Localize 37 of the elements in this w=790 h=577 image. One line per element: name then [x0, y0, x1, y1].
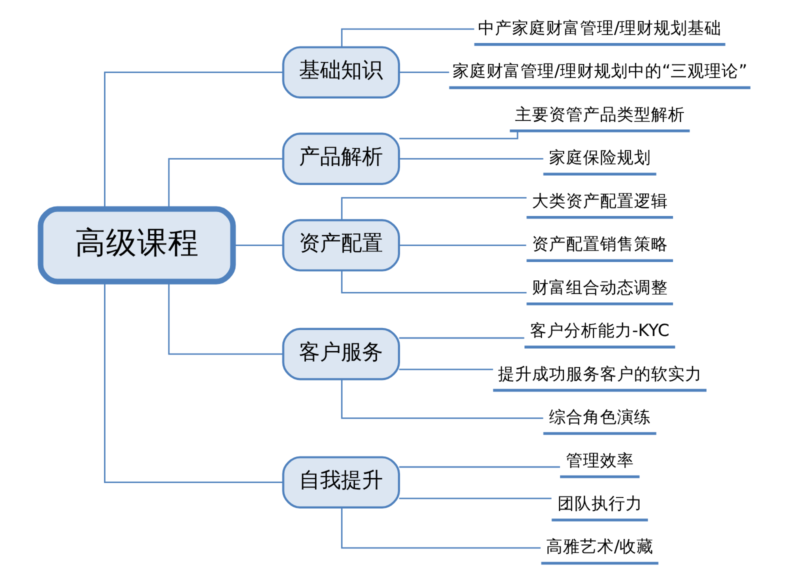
connector: [340, 508, 540, 549]
connector: [398, 337, 524, 339]
node-box: 资产配置: [282, 219, 400, 272]
node-text: 提升成功服务客户的软实力: [497, 363, 702, 384]
node-text: 中产家庭财富管理/理财规划基础: [477, 17, 722, 38]
node-text: 高雅艺术/收藏: [545, 536, 654, 556]
connector: [340, 379, 543, 419]
connector: [340, 270, 526, 294]
node-box: 高级课程: [37, 206, 236, 284]
node-box: 基础知识: [282, 46, 400, 98]
node-text: 主要资管产品类型解析: [514, 104, 684, 124]
connector: [104, 72, 282, 209]
connector: [168, 158, 282, 209]
connector: [398, 72, 449, 74]
node-text: 家庭财富管理/理财规划中的“三观理论”: [452, 60, 747, 81]
connector: [168, 282, 282, 355]
connector: [398, 498, 551, 500]
connector: [398, 368, 493, 370]
node-text: 大类资产配置逻辑: [531, 190, 668, 210]
connector: [398, 131, 518, 140]
node-text: 综合角色演练: [548, 406, 650, 427]
connector: [398, 158, 543, 160]
connector: [104, 282, 282, 484]
node-text: 团队执行力: [556, 492, 642, 513]
node-text: 管理效率: [565, 450, 634, 470]
node-box: 自我提升: [282, 456, 400, 508]
connector: [340, 28, 474, 48]
node-text: 客户分析能力-KYC: [530, 320, 669, 340]
connector: [398, 244, 526, 246]
node-text: 财富组合动态调整: [531, 276, 668, 297]
node-box: 客户服务: [282, 328, 400, 380]
connector: [340, 197, 526, 220]
connector: [233, 244, 283, 246]
node-text: 资产配置销售策略: [531, 234, 668, 254]
node-text: 家庭保险规划: [548, 147, 650, 168]
connector: [398, 466, 560, 468]
node-box: 产品解析: [282, 132, 400, 185]
